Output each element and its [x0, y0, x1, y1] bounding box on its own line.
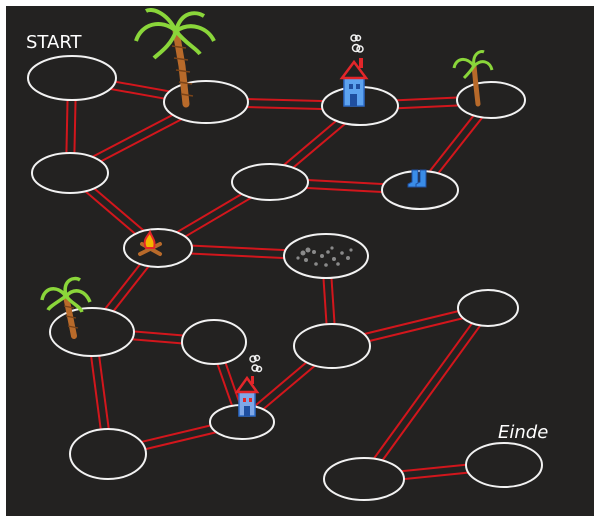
island-start[interactable] [27, 55, 117, 101]
end-label: Einde [498, 422, 548, 443]
house-icon [234, 354, 263, 417]
start-label: START [26, 32, 83, 53]
island-palm-right[interactable] [456, 81, 526, 119]
island-small[interactable] [181, 319, 247, 365]
island-center-low[interactable] [293, 323, 371, 369]
palm-tree-icon [134, 8, 216, 108]
palm-tree-icon [452, 50, 494, 107]
bridges-layer [65, 73, 505, 484]
island-left-mid[interactable] [31, 152, 109, 194]
island-palm-top[interactable] [163, 80, 249, 124]
island-map: START Einde [26, 8, 548, 501]
island-center-mid[interactable] [231, 163, 309, 201]
island-bottom-mid[interactable] [323, 457, 405, 501]
map-canvas: START Einde [6, 6, 594, 516]
boots-icon [407, 169, 427, 188]
island-end[interactable] [465, 442, 543, 488]
stars-icon [296, 246, 353, 267]
palm-tree-icon [40, 276, 92, 339]
islands-layer [27, 55, 543, 501]
island-palm-left[interactable] [49, 307, 135, 357]
island-stars[interactable] [283, 233, 369, 279]
bridge-rope [359, 305, 486, 478]
island-right-low[interactable] [457, 289, 519, 327]
bridge-right-low-bottom-mid [359, 305, 493, 482]
island-campfire[interactable] [123, 228, 193, 268]
bridge-rope [366, 309, 493, 482]
campfire-icon [138, 229, 162, 256]
house-icon [339, 34, 369, 107]
island-bottom-left[interactable] [69, 428, 147, 480]
